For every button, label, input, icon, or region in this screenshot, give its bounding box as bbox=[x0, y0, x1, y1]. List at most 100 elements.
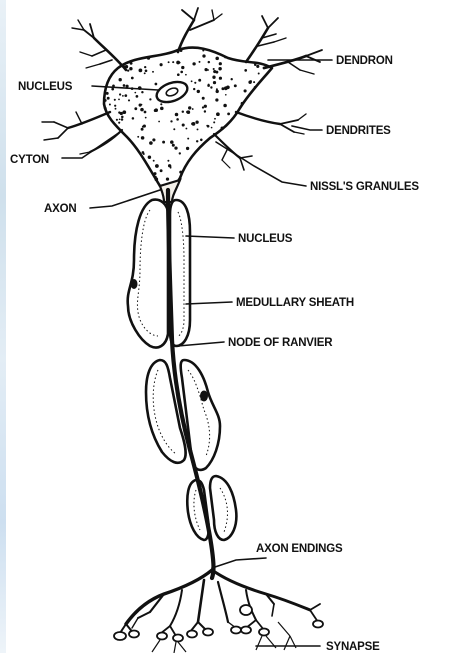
nissl-granule-dot bbox=[107, 97, 110, 100]
nissl-granule-dot bbox=[141, 136, 145, 140]
label-dendron: DENDRON bbox=[336, 55, 393, 67]
nissl-granule-dot bbox=[132, 117, 135, 120]
nissl-granule-dot bbox=[121, 116, 124, 119]
nissl-granule-dot bbox=[191, 80, 193, 82]
nissl-granule-dot bbox=[211, 127, 213, 129]
nissl-granule-dot bbox=[197, 90, 200, 93]
nissl-granule-dot bbox=[192, 122, 196, 126]
nissl-granule-dot bbox=[213, 70, 216, 73]
nissl-granule-dot bbox=[167, 160, 169, 162]
nissl-granule-dot bbox=[221, 127, 224, 130]
nissl-granule-dot bbox=[213, 121, 215, 123]
nissl-granule-dot bbox=[177, 73, 180, 76]
nissl-granule-dot bbox=[204, 68, 207, 71]
nissl-granule-dot bbox=[170, 140, 174, 144]
nissl-granule-dot bbox=[106, 92, 109, 95]
nissl-granule-dot bbox=[154, 177, 158, 181]
nissl-granule-dot bbox=[185, 74, 187, 76]
nissl-granule-dot bbox=[154, 108, 158, 112]
nissl-granule-dot bbox=[219, 62, 222, 65]
nissl-granule-dot bbox=[160, 169, 163, 172]
nissl-granule-dot bbox=[158, 121, 160, 123]
medullary-sheath-segments bbox=[128, 200, 237, 540]
nissl-granule-dot bbox=[170, 167, 172, 169]
nissl-granule-dot bbox=[127, 69, 129, 71]
nissl-granule-dot bbox=[144, 72, 146, 74]
cell-nucleus bbox=[154, 78, 190, 106]
nissl-granule-dot bbox=[172, 61, 174, 63]
nissl-granule-dot bbox=[116, 119, 118, 121]
cyton-body bbox=[104, 48, 272, 187]
nissl-granule-dot bbox=[195, 121, 198, 124]
nissl-granule-dot bbox=[172, 144, 175, 147]
nissl-granule-dot bbox=[202, 54, 205, 57]
nissl-granule-dot bbox=[200, 139, 203, 142]
nissl-granule-dot bbox=[196, 140, 198, 142]
nissl-granule-dot bbox=[216, 112, 220, 116]
nissl-granule-dot bbox=[152, 71, 154, 73]
nissl-granule-dot bbox=[134, 107, 137, 110]
label-nissls-granules: NISSL'S GRANULES bbox=[310, 181, 419, 193]
nissl-granule-dot bbox=[160, 103, 162, 105]
nissl-granule-dot bbox=[250, 80, 252, 82]
nissl-granule-dot bbox=[109, 104, 111, 106]
nissl-granule-dot bbox=[204, 110, 206, 112]
label-axon-endings: AXON ENDINGS bbox=[256, 543, 343, 555]
nissl-granule-dot bbox=[147, 56, 150, 59]
nissl-granule-dot bbox=[118, 99, 120, 101]
nissl-granule-dot bbox=[213, 81, 216, 84]
nissl-granule-dot bbox=[207, 84, 210, 87]
nissl-granule-dot bbox=[114, 99, 116, 101]
nissl-granule-dot bbox=[145, 117, 147, 119]
nissl-granule-dot bbox=[144, 66, 146, 68]
nissl-granule-dot bbox=[118, 122, 120, 124]
nissl-granule-dot bbox=[227, 112, 230, 115]
axon-endings-branches bbox=[118, 570, 320, 636]
nissl-granule-dot bbox=[224, 56, 226, 58]
nissl-granule-dot bbox=[179, 152, 181, 154]
label-nucleus-cell-body: NUCLEUS bbox=[18, 81, 73, 93]
nissl-granule-dot bbox=[241, 102, 244, 105]
nissl-granule-dot bbox=[197, 128, 199, 130]
nissl-granule-dot bbox=[216, 90, 219, 93]
nissl-granule-dot bbox=[244, 89, 247, 92]
nissl-granule-dot bbox=[122, 95, 124, 97]
nissl-granule-dot bbox=[192, 62, 195, 65]
nissl-granule-dot bbox=[188, 106, 191, 109]
nissl-granule-dot bbox=[214, 118, 216, 120]
nissl-granule-dot bbox=[130, 62, 133, 65]
nissl-granule-dot bbox=[204, 105, 207, 108]
nissl-granule-dot bbox=[168, 61, 170, 63]
label-node-of-ranvier: NODE OF RANVIER bbox=[228, 337, 333, 349]
nissl-granule-dot bbox=[253, 81, 255, 83]
nissl-granule-dot bbox=[210, 86, 212, 88]
nissl-granule-dot bbox=[202, 97, 205, 100]
nissl-granule-dot bbox=[208, 61, 210, 63]
nissl-granule-dot bbox=[143, 125, 146, 128]
nissl-granule-dot bbox=[213, 68, 215, 70]
nissl-granule-dot bbox=[224, 86, 228, 90]
nissl-granule-dot bbox=[221, 87, 224, 90]
nissl-granule-dot bbox=[114, 105, 116, 107]
nissl-granule-dot bbox=[141, 128, 144, 131]
nissl-granule-dot bbox=[162, 141, 165, 144]
nissl-granule-dot bbox=[202, 49, 204, 51]
nissl-granule-dot bbox=[149, 98, 151, 100]
label-axon: AXON bbox=[44, 203, 76, 215]
nissl-granule-dot bbox=[179, 171, 182, 174]
nissl-granule-dot bbox=[155, 164, 159, 168]
nissl-granule-dot bbox=[152, 138, 155, 141]
nissl-granule-dot bbox=[218, 67, 221, 70]
nissl-granule-dot bbox=[180, 71, 183, 74]
nissl-granule-dot bbox=[160, 107, 164, 111]
nissl-granule-dot bbox=[153, 172, 156, 175]
nissl-granule-dot bbox=[141, 104, 143, 106]
nissl-granule-dot bbox=[187, 138, 189, 140]
nissl-granule-dot bbox=[186, 111, 189, 114]
nissl-granule-dot bbox=[231, 78, 233, 80]
label-dendrites: DENDRITES bbox=[326, 125, 391, 137]
nissl-granule-dot bbox=[115, 108, 117, 110]
nissl-granule-dot bbox=[174, 146, 177, 149]
nissl-granule-dot bbox=[181, 66, 184, 69]
